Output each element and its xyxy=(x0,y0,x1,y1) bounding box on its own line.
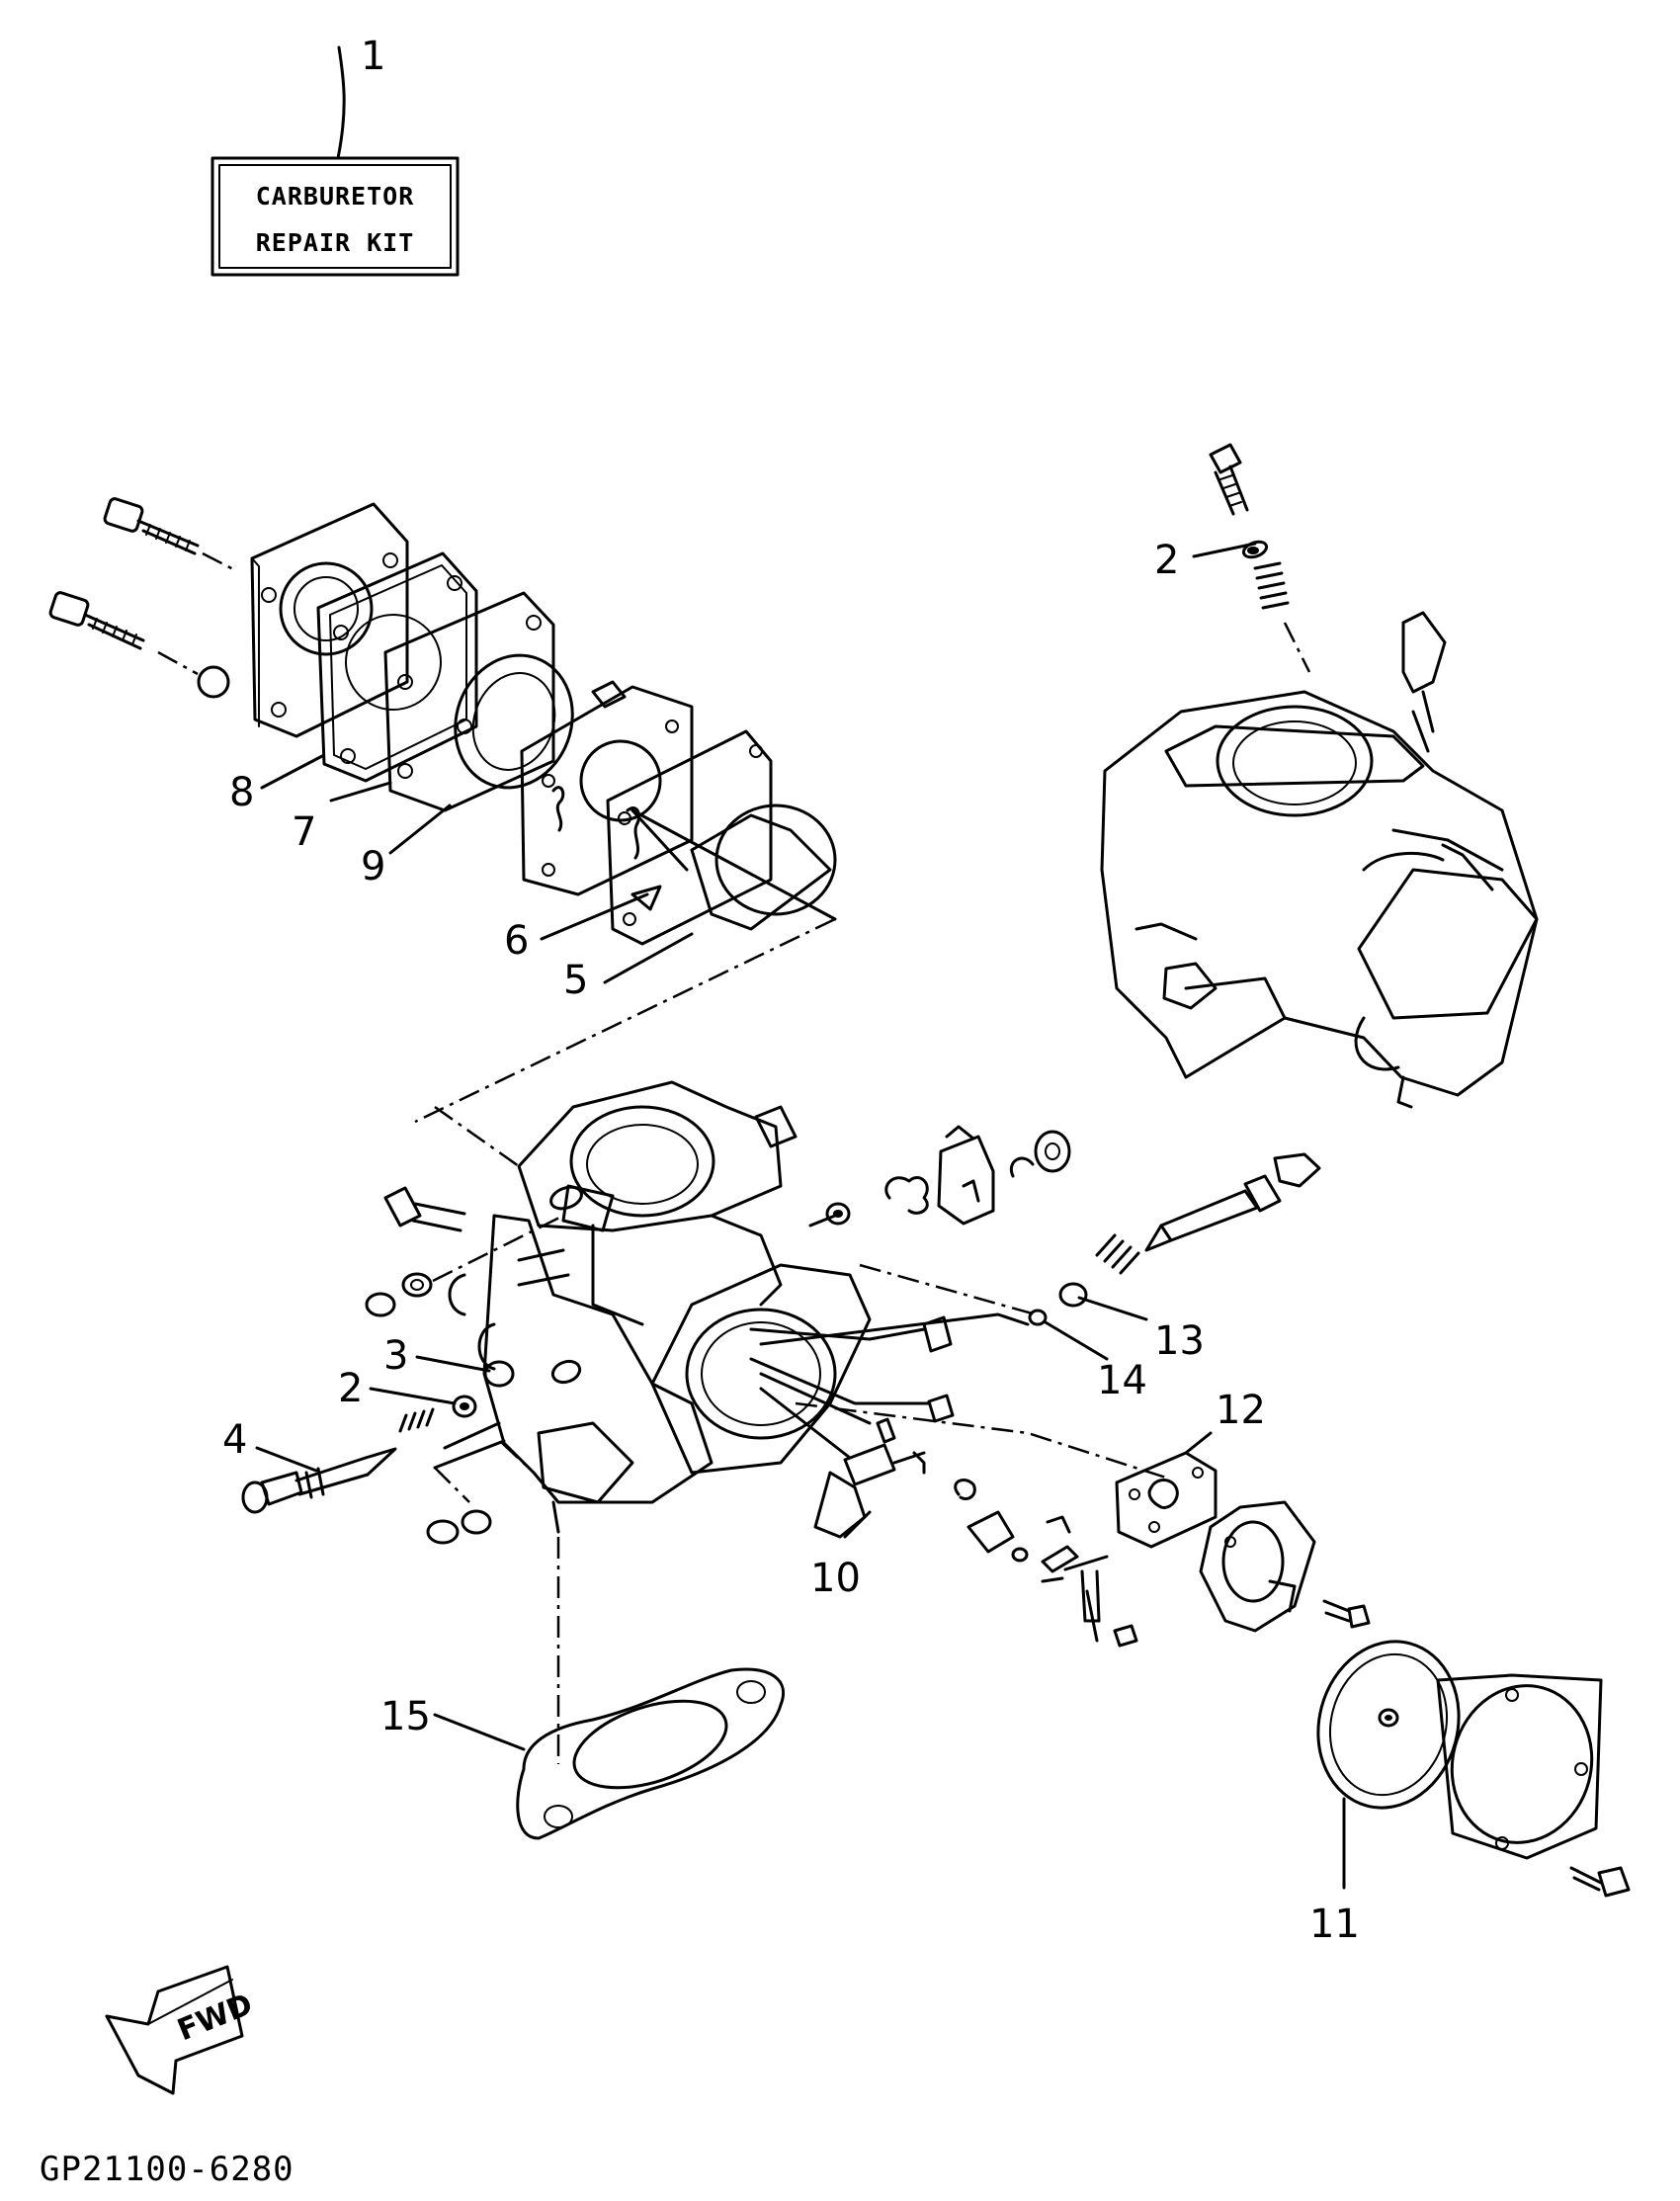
leader-lines xyxy=(255,542,1346,1890)
callout-7: 7 xyxy=(292,809,316,855)
callout-13: 13 xyxy=(1154,1318,1205,1364)
repair-kit-label: CARBURETOR REPAIR KIT xyxy=(210,45,460,277)
left-small-parts xyxy=(241,1186,564,1545)
fuel-pump-stack xyxy=(48,497,837,946)
diaphragm-assembly xyxy=(1115,1451,1631,1898)
callout-3: 3 xyxy=(383,1333,408,1379)
forward-arrow: FWD xyxy=(105,1965,258,2095)
callout-6: 6 xyxy=(504,918,529,964)
callout-9: 9 xyxy=(361,844,385,889)
callout-11: 11 xyxy=(1309,1902,1360,1947)
right-small-parts xyxy=(749,1125,1321,1648)
callout-2-left: 2 xyxy=(338,1366,363,1411)
callout-4: 4 xyxy=(222,1417,247,1463)
callout-1: 1 xyxy=(361,34,385,79)
kit-label-line1: CARBURETOR xyxy=(256,182,415,211)
kit-label-line2: REPAIR KIT xyxy=(256,228,415,257)
callout-14: 14 xyxy=(1097,1358,1147,1403)
fwd-label: FWD xyxy=(173,1987,258,2048)
callout-10: 10 xyxy=(810,1556,861,1601)
callout-15: 15 xyxy=(380,1694,431,1739)
callout-2-top: 2 xyxy=(1154,538,1179,583)
main-carburetor-body xyxy=(414,917,872,1534)
base-gasket xyxy=(516,1537,785,1840)
callout-8: 8 xyxy=(229,770,254,815)
pump-screw-lower xyxy=(48,591,230,699)
assembled-carburetor xyxy=(1100,443,1539,1109)
diagram-code: GP21100-6280 xyxy=(40,2150,294,2189)
pump-screw-upper xyxy=(103,497,238,573)
callout-5: 5 xyxy=(563,958,588,1003)
callout-12: 12 xyxy=(1216,1388,1266,1433)
